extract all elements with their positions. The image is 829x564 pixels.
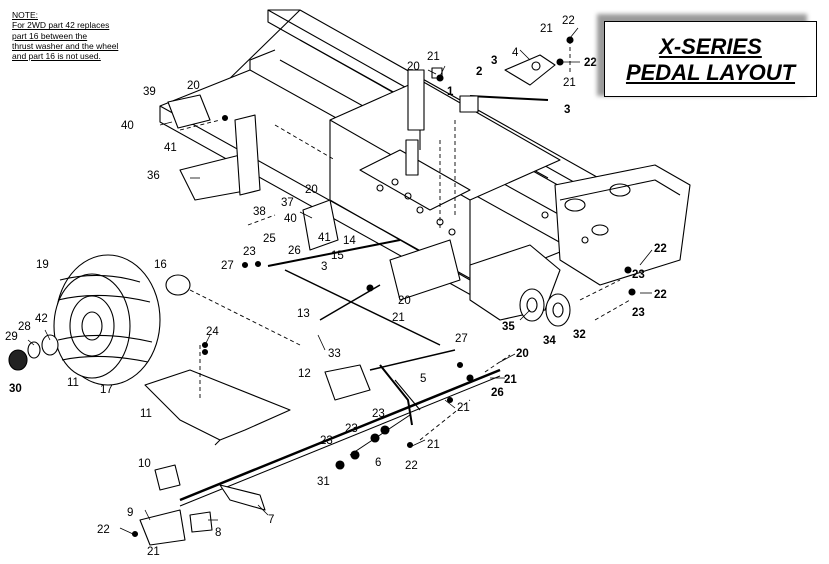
callout-label: 22 (97, 524, 110, 536)
callout-label: 21 (427, 439, 440, 451)
title-box: X-SERIES PEDAL LAYOUT (604, 21, 817, 97)
callout-label: 41 (318, 232, 331, 244)
callout-label: 20 (407, 61, 420, 73)
pedal-bracket (302, 199, 339, 251)
callout-label: 34 (543, 335, 556, 347)
callout-label: 21 (563, 77, 576, 89)
callout-label: 23 (632, 307, 645, 319)
upper-shaft (405, 54, 556, 176)
callout-label: 22 (654, 289, 667, 301)
callout-label: 8 (215, 527, 221, 539)
callout-label: 20 (187, 80, 200, 92)
callout-label: 6 (375, 457, 381, 469)
callout-label: 14 (343, 235, 356, 247)
callout-label: 28 (18, 321, 31, 333)
callout-label: 21 (504, 374, 517, 386)
note-block: NOTE: For 2WD part 42 replaces part 16 b… (12, 10, 187, 61)
title-line-1: X-SERIES (659, 34, 762, 59)
hardware (131, 36, 636, 538)
callout-label: 35 (502, 321, 515, 333)
note-line: part 16 between the (12, 30, 88, 41)
callout-label: 39 (143, 86, 156, 98)
callout-label: 22 (562, 15, 575, 27)
callout-label: 1 (447, 86, 454, 98)
callout-label: 27 (221, 260, 234, 272)
bushings (8, 274, 191, 371)
callout-label: 21 (540, 23, 553, 35)
callout-label: 23 (372, 408, 385, 420)
callout-label: 9 (127, 507, 133, 519)
callout-label: 38 (253, 206, 266, 218)
callout-label: 42 (35, 313, 48, 325)
callout-label: 13 (297, 308, 310, 320)
callout-label: 33 (328, 348, 341, 360)
callout-label: 2 (476, 66, 482, 78)
callout-label: 41 (164, 142, 177, 154)
callout-label: 32 (573, 329, 586, 341)
callout-label: 11 (140, 408, 152, 420)
callout-label: 23 (632, 269, 645, 281)
callout-label: 15 (331, 250, 344, 262)
callout-label: 22 (405, 460, 418, 472)
callout-label: 21 (457, 402, 470, 414)
callout-label: 20 (516, 348, 529, 360)
callout-label: 25 (263, 233, 276, 245)
callout-label: 12 (298, 368, 311, 380)
title-line-2: PEDAL LAYOUT (625, 60, 796, 85)
note-heading: NOTE: (12, 10, 38, 20)
callout-label: 17 (100, 384, 113, 396)
callout-label: 21 (147, 546, 160, 558)
callout-label: 19 (36, 259, 49, 271)
wheel-tire (53, 254, 161, 386)
callout-label: 21 (427, 51, 440, 63)
note-line: For 2WD part 42 replaces (12, 20, 110, 31)
callout-label: 3 (321, 261, 327, 273)
callout-label: 20 (398, 295, 411, 307)
callout-label: 23 (320, 435, 333, 447)
callout-label: 3 (564, 104, 570, 116)
callout-label: 24 (206, 326, 219, 338)
callout-label: 20 (305, 184, 318, 196)
floor-plate (144, 369, 291, 446)
callout-label: 23 (243, 246, 256, 258)
callout-label: 40 (284, 213, 297, 225)
callout-label: 36 (147, 170, 160, 182)
callout-label: 10 (138, 458, 151, 470)
note-line: and part 16 is not used. (12, 51, 101, 62)
dashed-lines (179, 40, 631, 441)
callout-label: 21 (392, 312, 405, 324)
left-bracket (167, 94, 261, 201)
pedal-shaft (179, 368, 501, 507)
leader-lines (27, 27, 653, 535)
callout-label: 29 (5, 331, 18, 343)
callout-label: 3 (491, 55, 497, 67)
callout-label: 4 (512, 47, 519, 59)
idler-pulleys (519, 288, 571, 327)
callout-label: 11 (67, 377, 79, 389)
pedal-assembly (139, 464, 266, 546)
callout-label: 30 (9, 383, 22, 395)
callout-label: 26 (288, 245, 301, 257)
rear-plate (541, 164, 691, 286)
callout-label: 7 (268, 514, 274, 526)
callout-label: 27 (455, 333, 468, 345)
note-line: thrust washer and the wheel (12, 40, 119, 51)
pedal-linkage (324, 364, 421, 426)
callout-label: 23 (345, 423, 358, 435)
callout-label: 31 (317, 476, 330, 488)
callout-label: 37 (281, 197, 294, 209)
callout-label: 5 (420, 373, 426, 385)
callout-label: 40 (121, 120, 134, 132)
callout-label: 16 (154, 259, 167, 271)
callout-label: 22 (654, 243, 667, 255)
callout-label: 26 (491, 387, 504, 399)
callout-label: 22 (584, 57, 597, 69)
